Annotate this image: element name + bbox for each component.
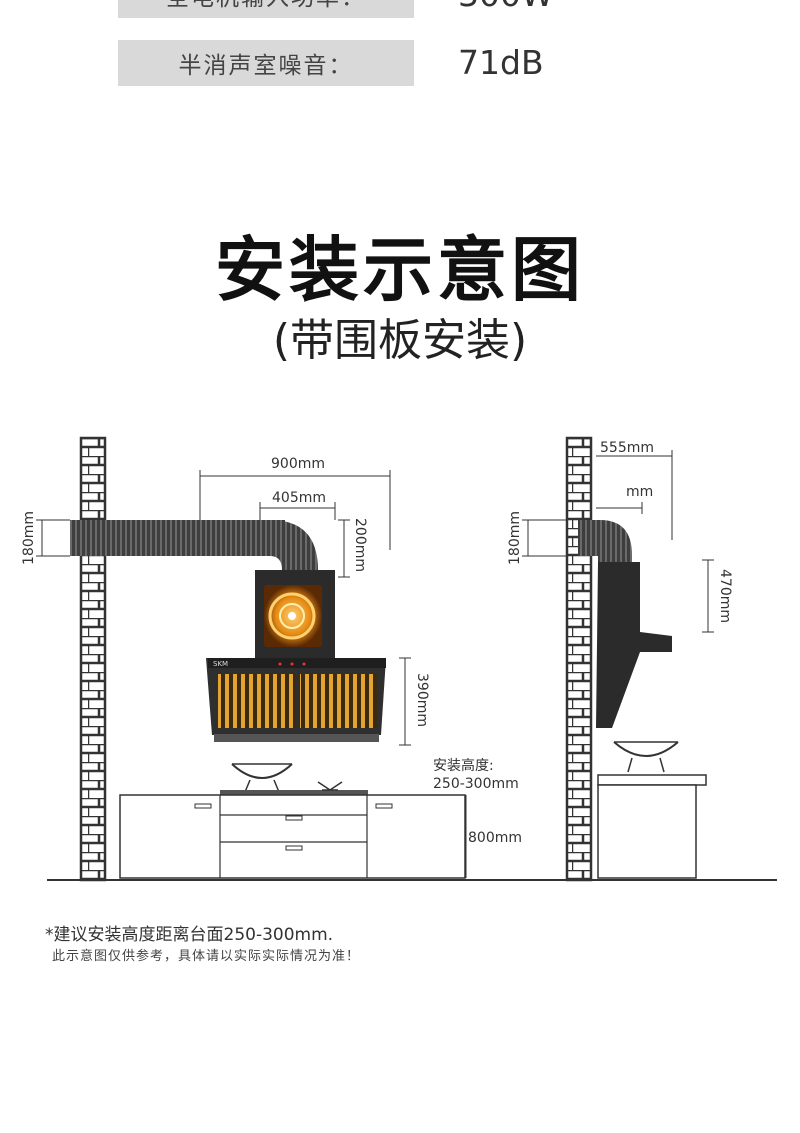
cabinet [119,794,466,879]
dim-800: 800mm [468,830,522,846]
dim-200: 200mm [352,518,368,572]
counter-right [597,774,707,786]
left-wall [79,436,107,882]
note-disclaimer: 此示意图仅供参考，具体请以实际实际情况为准！ [52,949,361,964]
spec-value-power: 300W [458,0,554,18]
spec-label-power: 全电机输入功率： [118,0,414,18]
section-title: 安装示意图 [215,229,585,311]
spec-label-noise: 半消声室噪音： [118,40,414,86]
dim-180-left: 180mm [21,511,37,565]
stove-top [220,790,368,795]
dim-mm: mm [626,484,653,500]
install-height-value: 250-300mm [433,776,519,792]
hood-brand-logo: SKM [213,660,228,668]
dim-405: 405mm [272,490,326,506]
wok-right [613,741,679,757]
installation-diagram: 180mm 900mm 405mm 200mm SKM 390mm 安装高度: … [21,436,777,882]
spec-value-noise: 71dB [458,43,544,82]
hood-grill-right [300,674,377,728]
left-duct-elbow [270,520,318,580]
dim-555: 555mm [600,440,654,456]
hood-side [596,562,672,728]
note-install-height: *建议安装高度距离台面250-300mm. [45,925,334,945]
dim-900: 900mm [271,456,325,472]
dim-390: 390mm [414,673,430,727]
dim-470: 470mm [717,569,733,623]
right-duct [578,520,632,562]
left-duct [70,520,285,556]
burner-right [317,781,343,791]
hood-grill-left [218,674,295,728]
dim-180-right: 180mm [507,511,523,565]
section-subtitle: (带围板安装) [272,315,528,366]
wok-left [231,763,293,779]
right-wall [565,436,593,882]
install-height-label: 安装高度: [433,757,494,774]
